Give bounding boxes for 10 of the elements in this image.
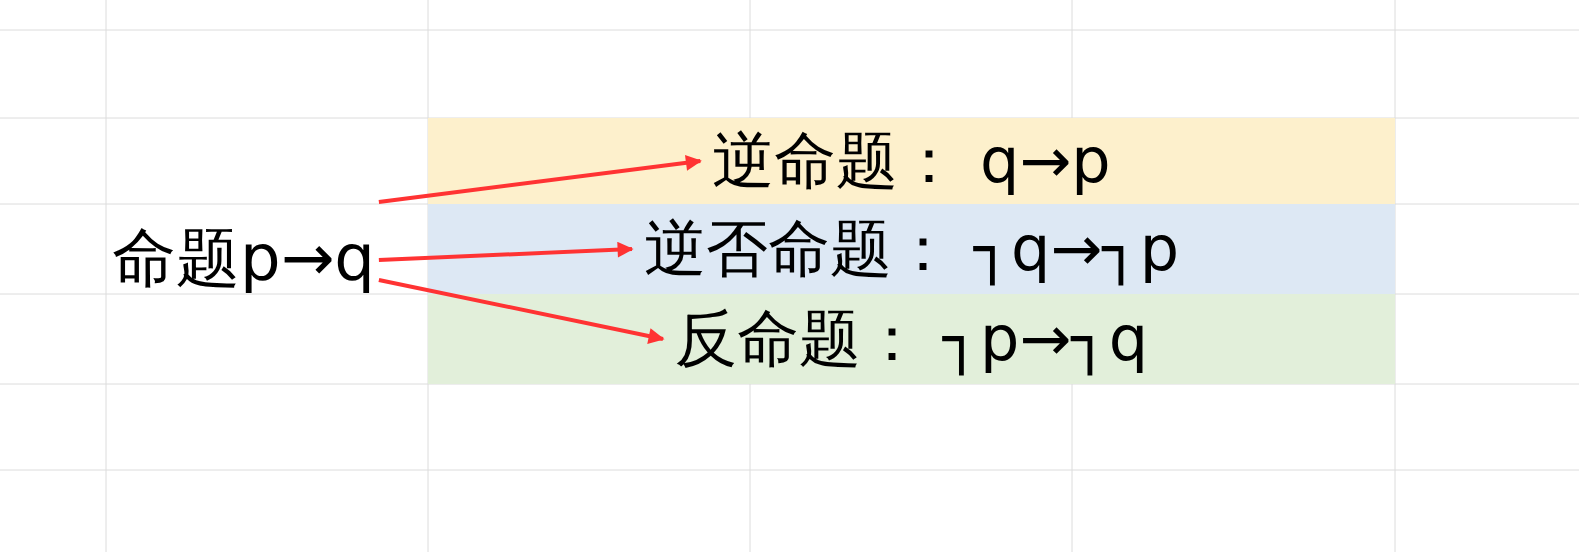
arrow (378, 241, 634, 262)
proposition-label: 逆否命题： ┐q→┐p (644, 211, 1179, 288)
inverse-band (428, 294, 1395, 384)
arrow (378, 154, 702, 204)
arrow (378, 278, 665, 344)
converse-band (428, 118, 1395, 204)
contrapositive-band (428, 204, 1395, 294)
proposition-text: 命题p→q (112, 219, 375, 297)
proposition-label: 逆命题： q→p (712, 123, 1111, 199)
proposition-label: 反命题： ┐p→┐q (675, 301, 1148, 378)
